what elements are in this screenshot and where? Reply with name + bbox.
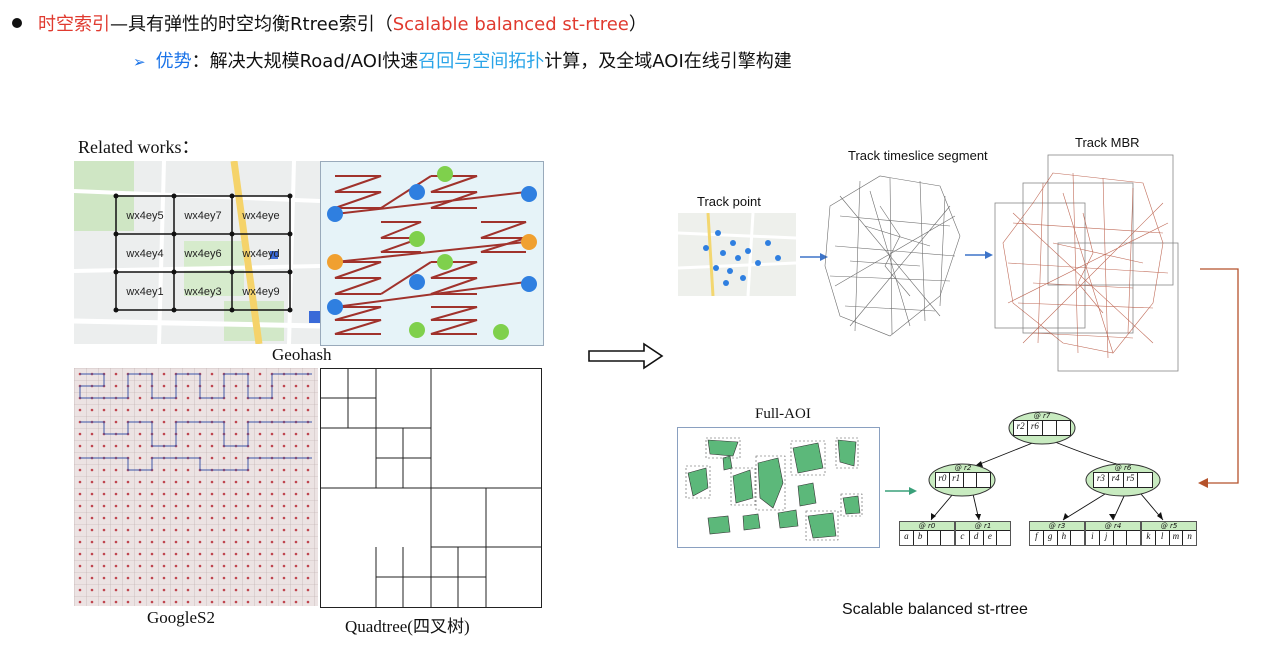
rtree-leaf-cell: l [1156, 531, 1170, 545]
rtree-leaf-cell: b [914, 531, 928, 545]
geohash-cell-3: wx4ey4 [125, 248, 163, 260]
rtree-root-cell [1043, 421, 1057, 435]
rtree-leaf-cell: a [900, 531, 914, 545]
advantage-label: 优势 [156, 51, 192, 72]
rtree-leaf-cell: d [970, 531, 984, 545]
geohash-cell-7: wx4ey3 [183, 286, 221, 298]
title-line: 时空索引—具有弹性的时空均衡Rtree索引（Scalable balanced … [12, 10, 647, 36]
zorder-curve-panel [320, 161, 544, 346]
rtree-leaf-cell: e [984, 531, 998, 545]
geohash-cell-8: wx4ey9 [241, 286, 279, 298]
rtree-leaf-cell: i [1086, 531, 1100, 545]
rtree-root-node: @ r7 r2 r6 [1013, 412, 1071, 436]
geohash-cell-6: wx4ey1 [125, 286, 163, 298]
rtree-caption: Scalable balanced st-rtree [842, 601, 1028, 619]
full-aoi-panel [677, 427, 880, 548]
rtree-leaf-r3: @ r3 f g h [1029, 521, 1085, 546]
rtree-mid-node-r2: @ r2 r0 r1 [935, 464, 991, 488]
rtree-root-cell [1057, 421, 1070, 435]
track-point-map [678, 213, 796, 296]
rtree-leaf-cell [1071, 531, 1084, 545]
track-mbr-map [993, 153, 1183, 373]
rtree-diagram: @ r7 r2 r6 @ r2 r0 r1 @ r6 r3 r4 r5 @ r0… [895, 408, 1197, 563]
bullet-icon [12, 18, 22, 28]
track-segment-label: Track timeslice segment [848, 148, 988, 163]
rtree-mid-cell [1138, 473, 1152, 487]
rtree-leaf-cell: g [1044, 531, 1058, 545]
rtree-leaf-cell: m [1170, 531, 1184, 545]
rtree-mid-node-r6: @ r6 r3 r4 r5 [1093, 464, 1153, 488]
rtree-root-tag: @ r7 [1013, 412, 1071, 420]
rtree-leaf-cell [1114, 531, 1128, 545]
rtree-leaf-r1: @ r1 c d e [955, 521, 1011, 546]
geohash-cell-5: wx4eyd [241, 248, 279, 260]
rtree-leaf-cell: j [1100, 531, 1114, 545]
rtree-leaf-cell: h [1058, 531, 1072, 545]
geohash-cell-0: wx4ey5 [125, 210, 163, 222]
advantage-text: ：解决大规模Road/AOI快速 [192, 51, 419, 72]
googles2-panel [74, 368, 318, 606]
arrow-right-icon-2 [965, 246, 993, 258]
geohash-map: wx4ey5 wx4ey7 wx4eye wx4ey4 wx4ey6 wx4ey… [74, 161, 320, 344]
hollow-arrow-icon [588, 342, 664, 370]
advantage-line: ➢ 优势：解决大规模Road/AOI快速召回与空间拓扑计算，及全域AOI在线引擎构… [133, 47, 792, 73]
title-prefix: 时空索引 [38, 14, 110, 35]
rtree-mid-cell: r5 [1124, 473, 1139, 487]
title-middle: —具有弹性的时空均衡Rtree索引（ [110, 14, 393, 35]
rtree-leaf-cell [928, 531, 942, 545]
geohash-cell-2: wx4eye [241, 210, 279, 222]
rtree-leaf-tag: @ r3 [1030, 522, 1084, 530]
rtree-leaf-tag: @ r4 [1086, 522, 1140, 530]
rtree-mid-tag: @ r6 [1093, 464, 1153, 472]
full-aoi-label: Full-AOI [755, 406, 811, 423]
rtree-leaf-cell [941, 531, 954, 545]
geohash-caption: Geohash [272, 345, 331, 365]
track-mbr-label: Track MBR [1075, 135, 1140, 150]
rtree-mid-cell: r3 [1094, 473, 1109, 487]
arrow-bullet-icon: ➢ [133, 53, 146, 71]
related-works-title: Related works： [78, 133, 199, 159]
rtree-leaf-r5: @ r5 k l m n [1141, 521, 1197, 546]
rtree-mid-cell: r0 [936, 473, 950, 487]
rtree-leaf-tag: @ r0 [900, 522, 954, 530]
rtree-root-cell: r6 [1028, 421, 1042, 435]
rtree-mid-cell: r4 [1109, 473, 1124, 487]
advantage-rest: 计算，及全域AOI在线引擎构建 [544, 51, 791, 72]
rtree-mid-tag: @ r2 [935, 464, 991, 472]
title-english: Scalable balanced st-rtree [393, 14, 629, 35]
rtree-leaf-tag: @ r1 [956, 522, 1010, 530]
rtree-leaf-cell: n [1183, 531, 1196, 545]
track-point-label: Track point [697, 194, 761, 209]
rtree-leaf-tag: @ r5 [1142, 522, 1196, 530]
quadtree-panel [320, 368, 542, 608]
rtree-leaf-cell [1127, 531, 1140, 545]
rtree-leaf-r4: @ r4 i j [1085, 521, 1141, 546]
rtree-leaf-cell: k [1142, 531, 1156, 545]
advantage-highlight: 召回与空间拓扑 [418, 51, 544, 72]
connector-arrow-icon [1196, 265, 1248, 490]
rtree-mid-cell [977, 473, 990, 487]
rtree-leaf-r0: @ r0 a b [899, 521, 955, 546]
googles2-caption: GoogleS2 [147, 608, 215, 628]
geohash-cell-1: wx4ey7 [183, 210, 221, 222]
quadtree-caption: Quadtree(四叉树) [345, 612, 470, 637]
geohash-cell-4: wx4ey6 [183, 248, 221, 260]
title-close: ） [629, 14, 647, 35]
rtree-leaf-cell [997, 531, 1010, 545]
rtree-mid-cell [964, 473, 978, 487]
rtree-root-cell: r2 [1014, 421, 1028, 435]
rtree-leaf-cell: f [1030, 531, 1044, 545]
rtree-mid-cell: r1 [950, 473, 964, 487]
rtree-leaf-cell: c [956, 531, 970, 545]
track-segment-map [820, 166, 962, 344]
